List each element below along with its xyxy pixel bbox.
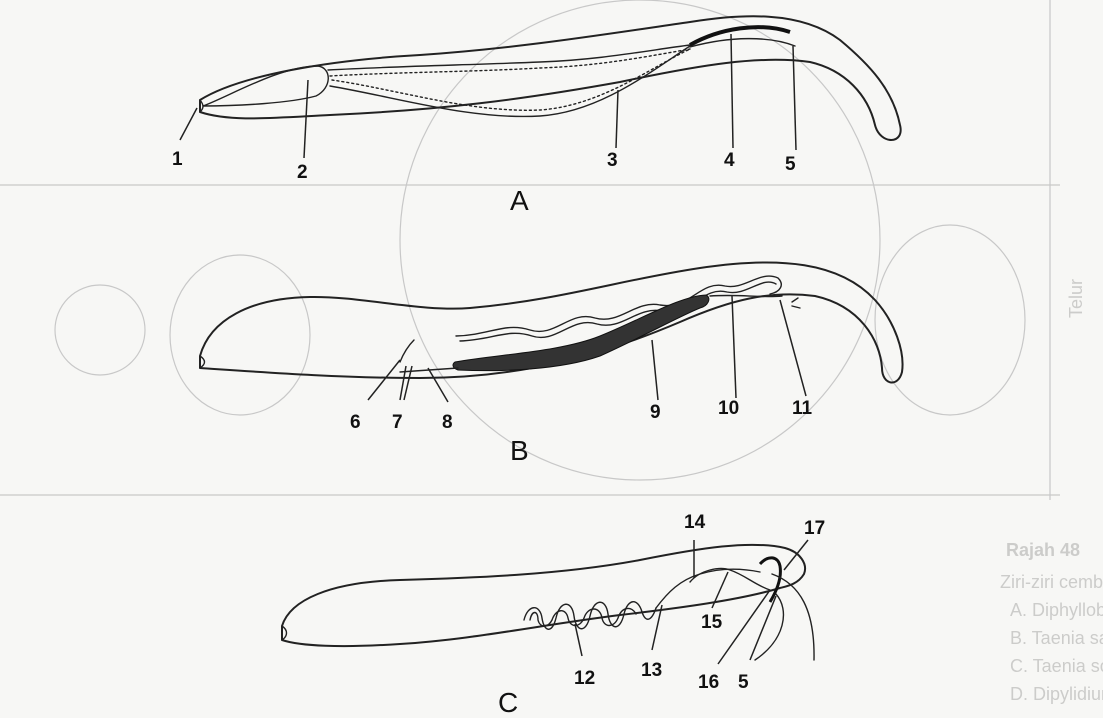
background-bleed <box>0 0 1060 500</box>
label-b-6: 6 <box>350 412 361 433</box>
label-c-13: 13 <box>641 660 662 681</box>
label-c-5: 5 <box>738 672 749 693</box>
label-b-10: 10 <box>718 398 739 419</box>
label-c-16: 16 <box>698 672 719 693</box>
label-a-2: 2 <box>297 162 308 183</box>
panel-c-body-outline <box>282 545 805 646</box>
label-a-3: 3 <box>607 150 618 171</box>
label-c-14: 14 <box>684 512 706 533</box>
panel-c-worm <box>282 540 814 664</box>
panel-b-letter: B <box>510 435 529 466</box>
label-b-7: 7 <box>392 412 403 433</box>
panel-a-rectum-lower <box>690 39 795 47</box>
label-b-11: 11 <box>792 398 813 419</box>
label-c-15: 15 <box>701 612 723 633</box>
panel-c-letter: C <box>498 687 518 718</box>
label-a-5: 5 <box>785 154 796 175</box>
label-a-4: 4 <box>724 150 735 171</box>
label-a-1: 1 <box>172 149 183 170</box>
label-b-9: 9 <box>650 402 661 423</box>
panel-a-letter: A <box>510 185 529 216</box>
panel-c-testis <box>524 602 656 630</box>
panel-a-worm <box>180 16 901 158</box>
panel-b-vagina <box>400 340 414 362</box>
panel-a-pharynx <box>203 66 328 106</box>
panel-b-worm <box>200 262 903 402</box>
panel-a-rectum <box>690 27 790 45</box>
label-b-8: 8 <box>442 412 453 433</box>
label-c-17: 17 <box>804 518 825 539</box>
panel-b-anus <box>792 298 800 308</box>
label-c-12: 12 <box>574 668 595 689</box>
